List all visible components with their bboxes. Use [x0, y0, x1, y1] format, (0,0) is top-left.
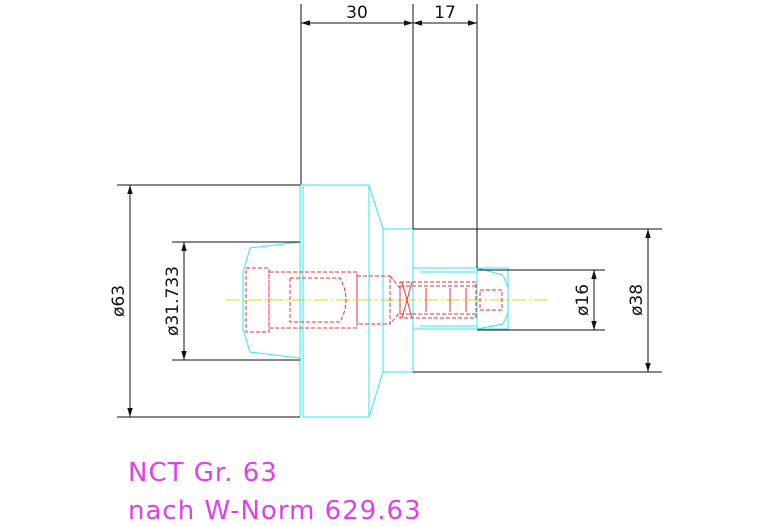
dim-38-label: ø38: [627, 284, 647, 316]
dimension-lines: [117, 4, 662, 418]
hidden-hatch: [401, 281, 467, 319]
flange-body: [302, 184, 370, 418]
hidden-hex-socket: [479, 289, 503, 311]
dim-31-label: ø31.733: [163, 266, 183, 336]
dim-30-label: 30: [346, 3, 368, 23]
left-cone-recess: [242, 241, 301, 359]
dim-63-label: ø63: [109, 285, 129, 317]
dim-17-label: 17: [434, 3, 456, 23]
part-outline: [242, 184, 509, 418]
caption-line-1: NCT Gr. 63: [128, 458, 278, 488]
bolt-head-outline: [412, 267, 509, 330]
dim-16-label: ø16: [573, 284, 593, 316]
bolt-head-chamfer: [476, 267, 509, 330]
taper: [368, 184, 384, 418]
hidden-screw-shank: [399, 281, 477, 319]
hidden-features: [245, 267, 503, 333]
hidden-slot: [289, 277, 347, 323]
caption-line-2: nach W-Norm 629.63: [128, 496, 422, 526]
hidden-thread-left: [356, 275, 391, 325]
